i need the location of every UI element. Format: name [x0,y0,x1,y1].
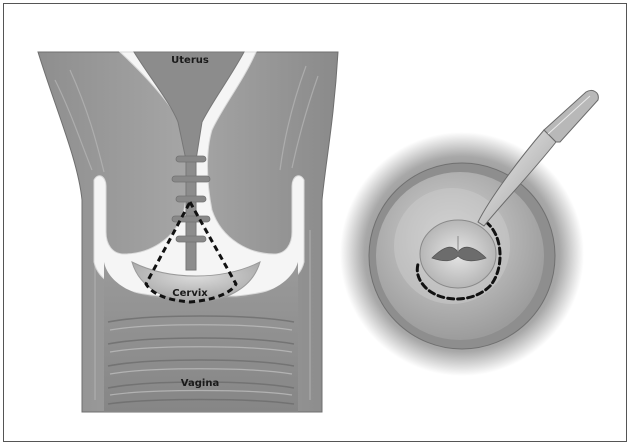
vagina-label: Vagina [181,378,219,389]
cervix-label: Cervix [172,288,208,299]
cervix-frontal-view [340,90,598,376]
anatomy-cross-section: Uterus Cervix Vagina [38,52,338,412]
uterus-label: Uterus [171,55,209,66]
